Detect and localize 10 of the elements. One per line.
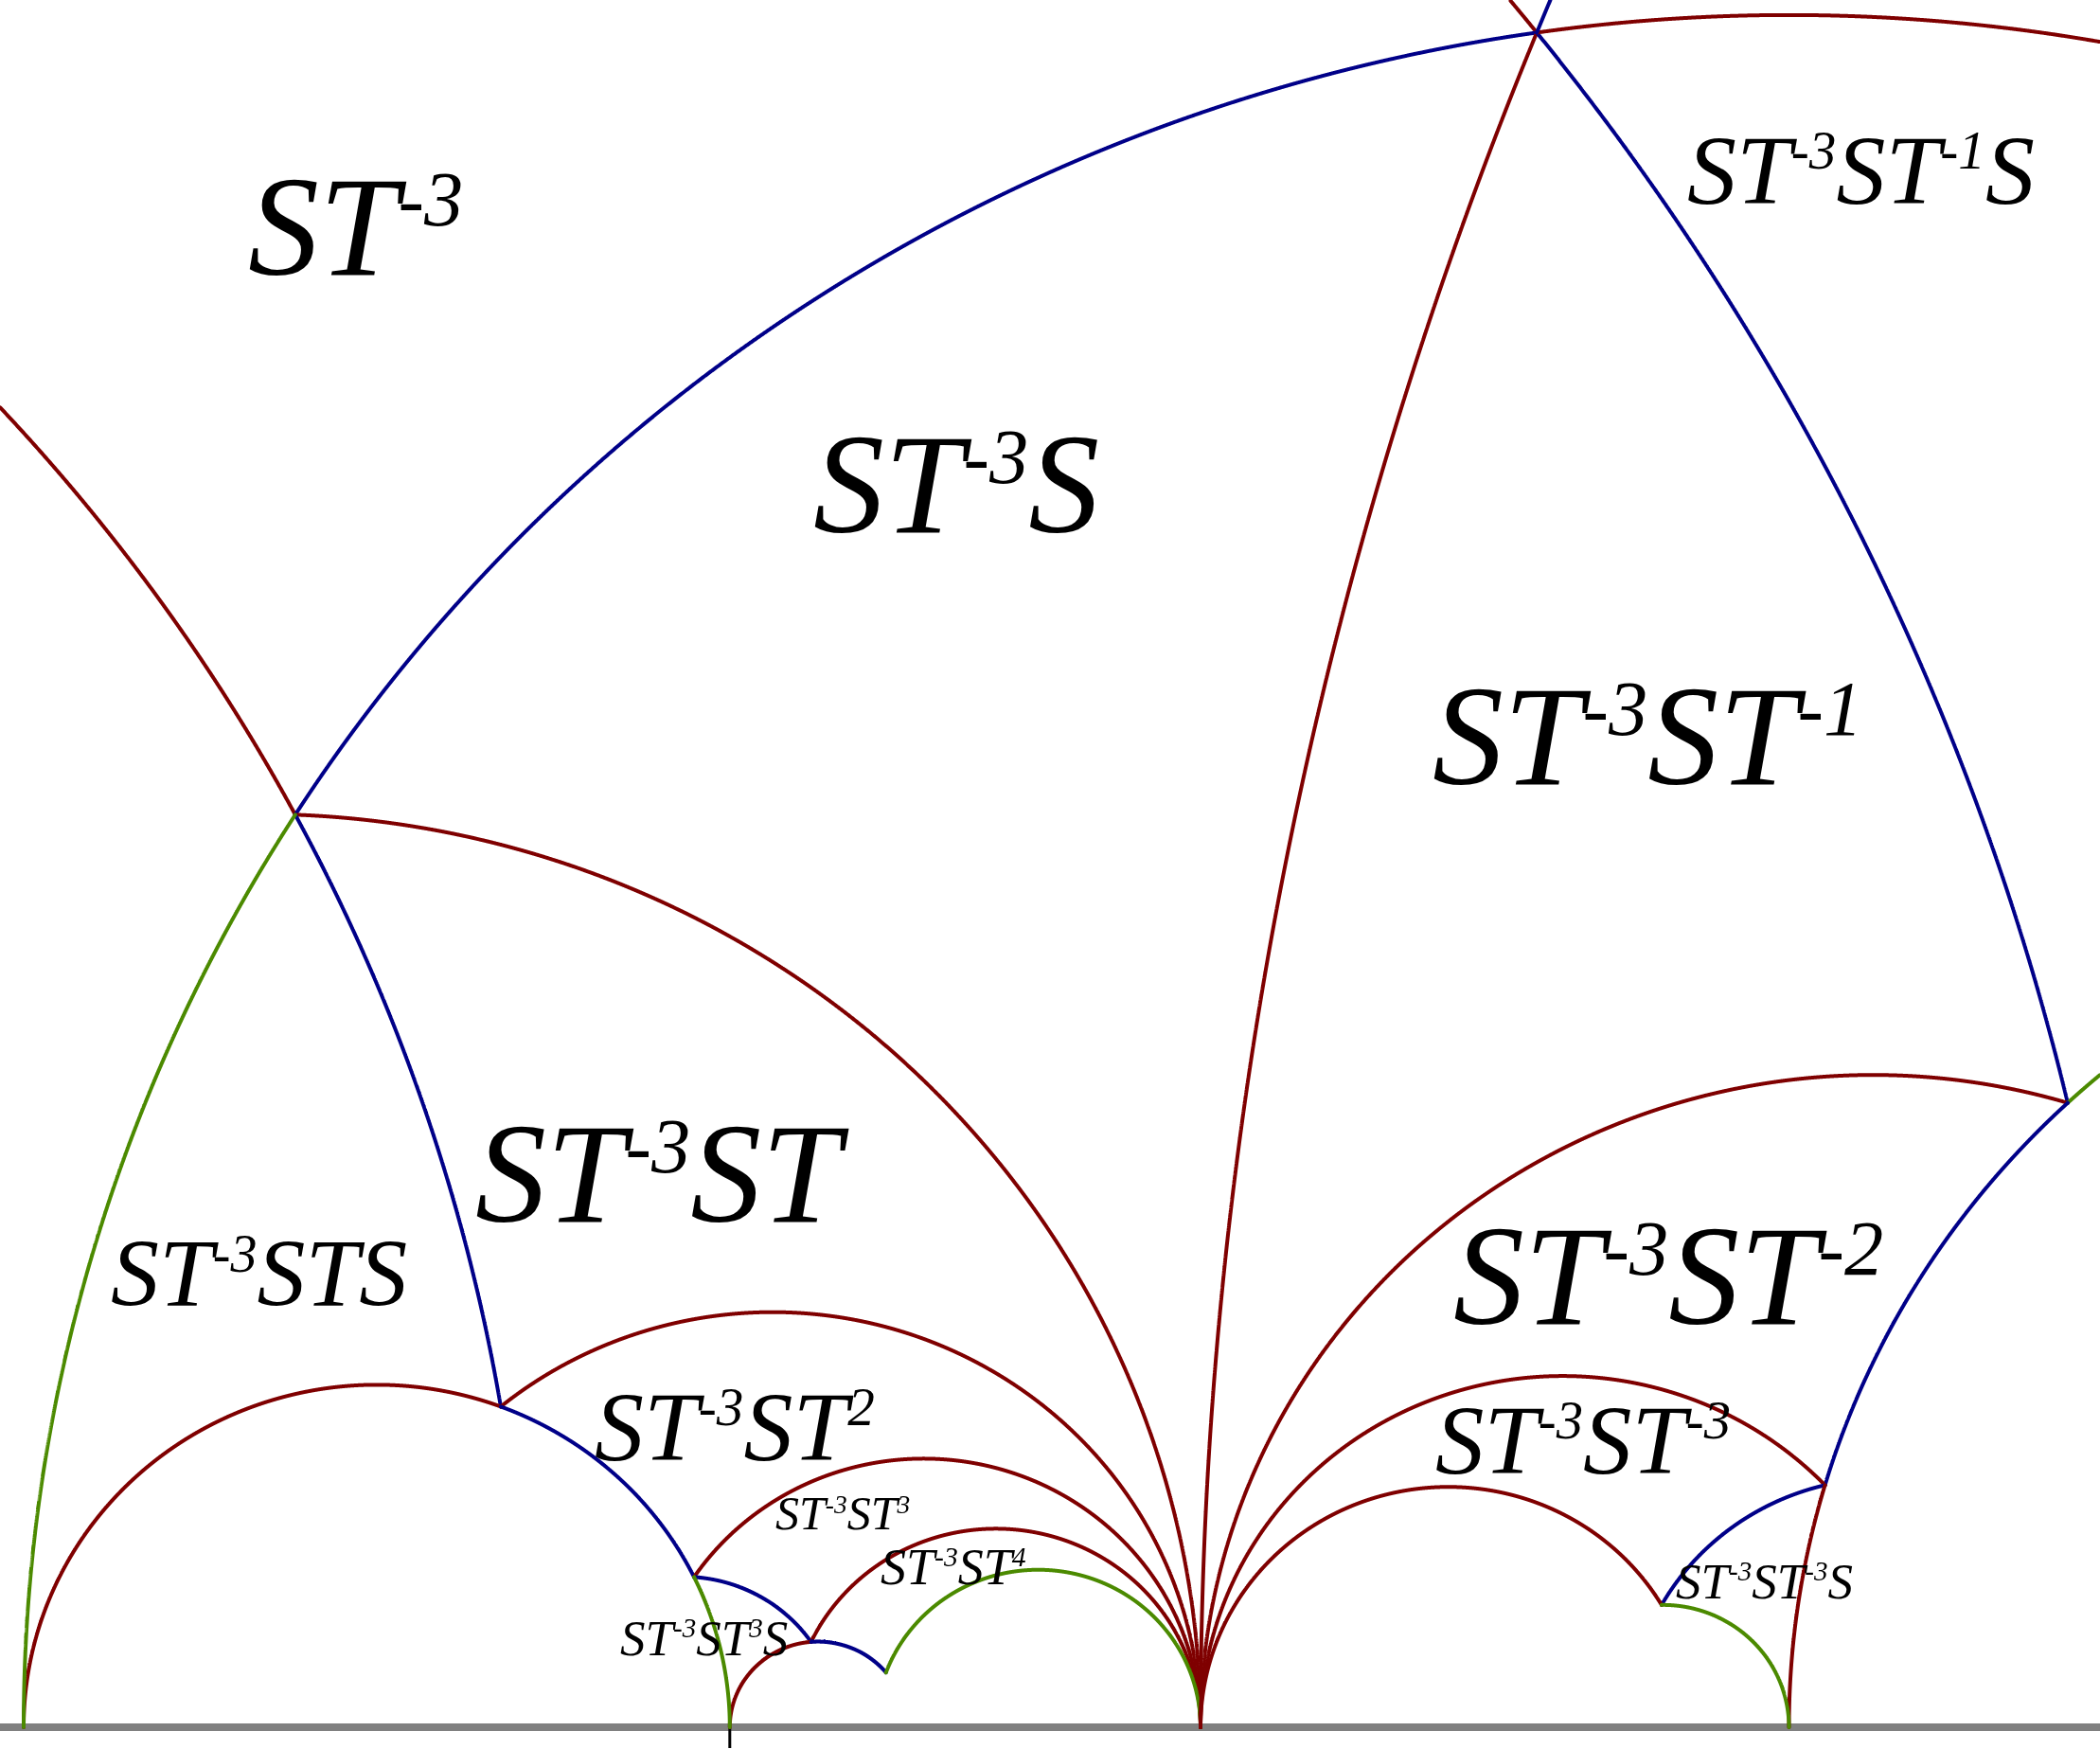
region-label: ST$^{-3}$ST$^{-1}$S	[1686, 118, 2036, 222]
region-label: ST$^{-3}$ST$^{-1}$	[1432, 662, 1864, 811]
region-label: ST$^{-3}$ST	[464, 1099, 861, 1248]
region-label: ST$^{-3}$ST$^{2}$	[594, 1375, 876, 1478]
region-label: ST$^{-3}$ST$^{3}$	[774, 1489, 912, 1539]
region-label: ST$^{-3}$ST$^{-3}$	[1434, 1389, 1732, 1491]
region-label: ST$^{-3}$STS	[110, 1223, 409, 1324]
region-label: ST$^{-3}$S	[812, 410, 1101, 559]
region-label: ST$^{-3}$ST$^{-2}$	[1452, 1202, 1885, 1350]
region-label: ST$^{-3}$	[247, 152, 465, 301]
